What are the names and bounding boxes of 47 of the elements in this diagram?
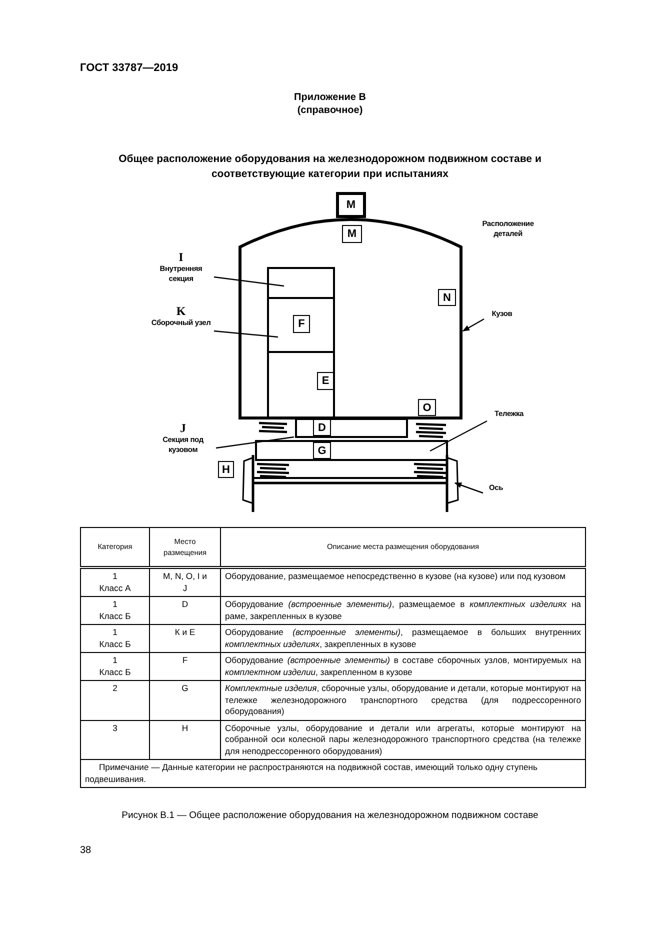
letter-box: M <box>342 225 362 243</box>
table-cell-text: 1 <box>112 627 118 638</box>
table-cell-text: M, N, O, I и J <box>163 571 207 594</box>
letter-box: G <box>313 442 331 459</box>
table-cell-text: 1 <box>112 571 118 582</box>
letter-box: F <box>293 315 310 333</box>
table-cell-text: Класс Б <box>98 666 132 678</box>
table-cell-text: H <box>180 722 190 734</box>
callout-letter: I <box>178 251 184 264</box>
table-cell-text: 2 <box>112 683 118 694</box>
document-header: ГОСТ 33787—2019 <box>80 62 178 76</box>
letter-box: E <box>317 372 334 390</box>
leader-line <box>430 420 488 452</box>
callout-letter: J <box>179 422 187 435</box>
table-cell-text: F <box>181 655 189 666</box>
table-cell-text: К и Е <box>174 627 196 638</box>
leader-line <box>216 436 294 449</box>
table-cell-text: Оборудование, размещаемое непосредственно в кузове (на кузове) или под кузовом <box>225 571 567 582</box>
leader-line <box>454 482 484 494</box>
table-cell-text: Оборудование (встроенные элементы), размещаемое в комплектных изделиях на раме, закрепленных в кузове <box>225 599 581 622</box>
leader-line <box>214 330 278 338</box>
appendix-heading: Приложение В <box>293 92 367 104</box>
table-cell-text: Класс Б <box>98 638 132 650</box>
title: Общее расположение оборудования на железнодорожном подвижном составе и соответствующие категории при испытаниях <box>118 152 542 182</box>
appendix-subheading: (справочное) <box>296 105 364 118</box>
table-cell-text: Оборудование (встроенные элементы), размещаемое в больших внутренних комплектных изделиях, закрепленных в кузове <box>225 627 581 650</box>
letter-box: H <box>218 461 234 478</box>
leader-line <box>214 276 284 287</box>
table-cell-text: Класс А <box>98 582 132 594</box>
leader-line <box>462 318 484 332</box>
table-cell-text: Класс Б <box>98 610 132 622</box>
table-note: Примечание — Данные категории не распространяются на подвижной состав, имеющий только одну ступень подвешивания. <box>85 762 538 785</box>
table-cell-text: Сборочные узлы, оборудование и детали или агрегаты, которые монтируют на собранной оси колесной пары железнодорожного транспортного средства (на тележке для неподрессоренного оборудования) <box>225 722 581 757</box>
letter-box: D <box>313 419 331 436</box>
table-cell-text: D <box>180 599 190 610</box>
table-cell-text: 1 <box>112 599 118 610</box>
table-cell-text: 3 <box>112 722 118 734</box>
caption: Рисунок В.1 — Общее расположение оборудования на железнодорожном подвижном составе <box>120 810 540 821</box>
callout-letter: K <box>175 305 187 318</box>
table-cell-text: Оборудование (встроенные элементы) в составе сборочных узлов, монтируемых на комплектном изделии, закрепленном в кузове <box>225 655 581 678</box>
page-number: 38 <box>80 845 92 858</box>
table-cell-text: Комплектные изделия, сборочные узлы, оборудование и детали, которые монтируют на тележке железнодорожного транспортного средства (для подрессоренного оборудования) <box>225 683 581 718</box>
table-cell-text: G <box>180 683 190 694</box>
letter-box: N <box>438 289 456 306</box>
letter-box: M <box>336 192 366 218</box>
letter-box: O <box>418 399 436 416</box>
table-cell-text: 1 <box>112 655 118 666</box>
